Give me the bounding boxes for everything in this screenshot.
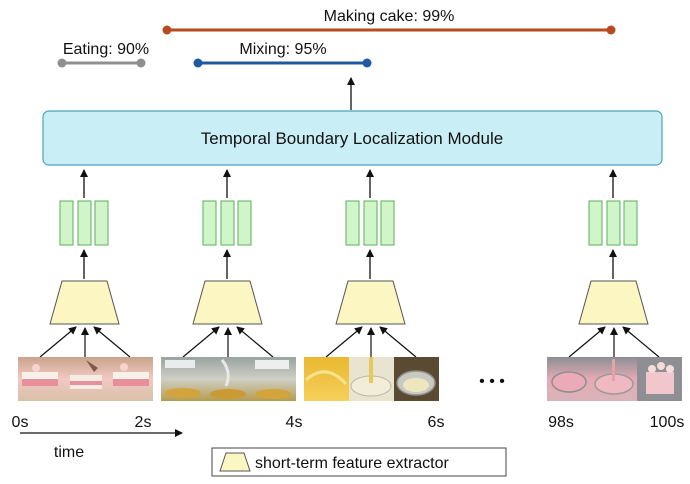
column-4 bbox=[568, 169, 660, 358]
time-label-100s: 100s bbox=[650, 414, 685, 431]
segment-mixing-label: Mixing: 95% bbox=[239, 41, 326, 58]
column-1 bbox=[39, 169, 131, 358]
legend-label: short-term feature extractor bbox=[255, 455, 450, 472]
time-axis-label: time bbox=[54, 444, 84, 461]
feature-extractor bbox=[192, 280, 263, 325]
segment-making-cake-end-dot bbox=[606, 25, 616, 35]
feature-extractor bbox=[49, 280, 120, 325]
frames-group-2 bbox=[161, 357, 296, 401]
column-3 bbox=[325, 169, 417, 358]
segment-mixing-start-dot bbox=[193, 58, 203, 68]
frames-group-3 bbox=[304, 357, 439, 401]
video-frame bbox=[63, 357, 108, 401]
video-frame bbox=[349, 357, 394, 401]
feature-vector bbox=[623, 200, 638, 246]
feature-vector bbox=[220, 200, 235, 246]
time-label-98s: 98s bbox=[548, 414, 574, 431]
legend-box bbox=[211, 447, 507, 477]
segment-making-cake: Making cake: 99% bbox=[162, 8, 616, 35]
ellipsis: • • • bbox=[479, 373, 505, 390]
video-frame bbox=[108, 357, 153, 401]
module-box bbox=[42, 110, 663, 166]
video-frame bbox=[251, 357, 296, 401]
legend-extractor-symbol bbox=[219, 452, 251, 472]
video-frame bbox=[637, 357, 682, 401]
feature-vector bbox=[77, 200, 92, 246]
frames-group-4 bbox=[547, 357, 682, 401]
feature-vector bbox=[345, 200, 360, 246]
segment-eating: Eating: 90% bbox=[57, 41, 149, 68]
frame-to-extractor-arrow bbox=[622, 326, 660, 358]
frame-to-extractor-arrow bbox=[39, 326, 77, 358]
feature-vector bbox=[380, 200, 395, 246]
video-frame bbox=[206, 357, 251, 401]
feature-vector bbox=[588, 200, 603, 246]
feature-vector bbox=[363, 200, 378, 246]
time-label-4s: 4s bbox=[286, 414, 303, 431]
video-frame bbox=[304, 357, 349, 401]
frame-to-extractor-arrow bbox=[568, 326, 606, 358]
feature-extractor bbox=[335, 280, 406, 325]
time-label-0s: 0s bbox=[12, 414, 29, 431]
video-frame bbox=[18, 357, 63, 401]
frame-to-extractor-arrow bbox=[325, 326, 363, 358]
segment-making-cake-start-dot bbox=[162, 25, 172, 35]
time-label-6s: 6s bbox=[428, 414, 445, 431]
feature-vector bbox=[59, 200, 74, 246]
legend: short-term feature extractor bbox=[211, 447, 507, 477]
feature-vector bbox=[94, 200, 109, 246]
video-frame bbox=[592, 357, 637, 401]
video-frame bbox=[394, 357, 439, 401]
segment-eating-start-dot bbox=[57, 58, 67, 68]
segment-eating-end-dot bbox=[136, 58, 146, 68]
video-frame bbox=[547, 357, 592, 401]
segment-eating-label: Eating: 90% bbox=[63, 41, 149, 58]
time-label-2s: 2s bbox=[135, 414, 152, 431]
feature-vector bbox=[202, 200, 217, 246]
frame-to-extractor-arrow bbox=[93, 326, 131, 358]
frame-to-extractor-arrow bbox=[236, 326, 274, 358]
feature-vector bbox=[606, 200, 621, 246]
temporal-boundary-module: Temporal Boundary Localization Module bbox=[42, 110, 663, 166]
frames-group-1 bbox=[18, 357, 153, 401]
feature-vector bbox=[237, 200, 252, 246]
frame-to-extractor-arrow bbox=[379, 326, 417, 358]
feature-extractor bbox=[578, 280, 649, 325]
segment-making-cake-label: Making cake: 99% bbox=[324, 8, 455, 25]
column-2 bbox=[182, 169, 274, 358]
frame-to-extractor-arrow bbox=[182, 326, 220, 358]
module-label: Temporal Boundary Localization Module bbox=[201, 129, 503, 148]
video-frame bbox=[161, 357, 206, 401]
segment-mixing: Mixing: 95% bbox=[193, 41, 372, 68]
segment-mixing-end-dot bbox=[362, 58, 372, 68]
